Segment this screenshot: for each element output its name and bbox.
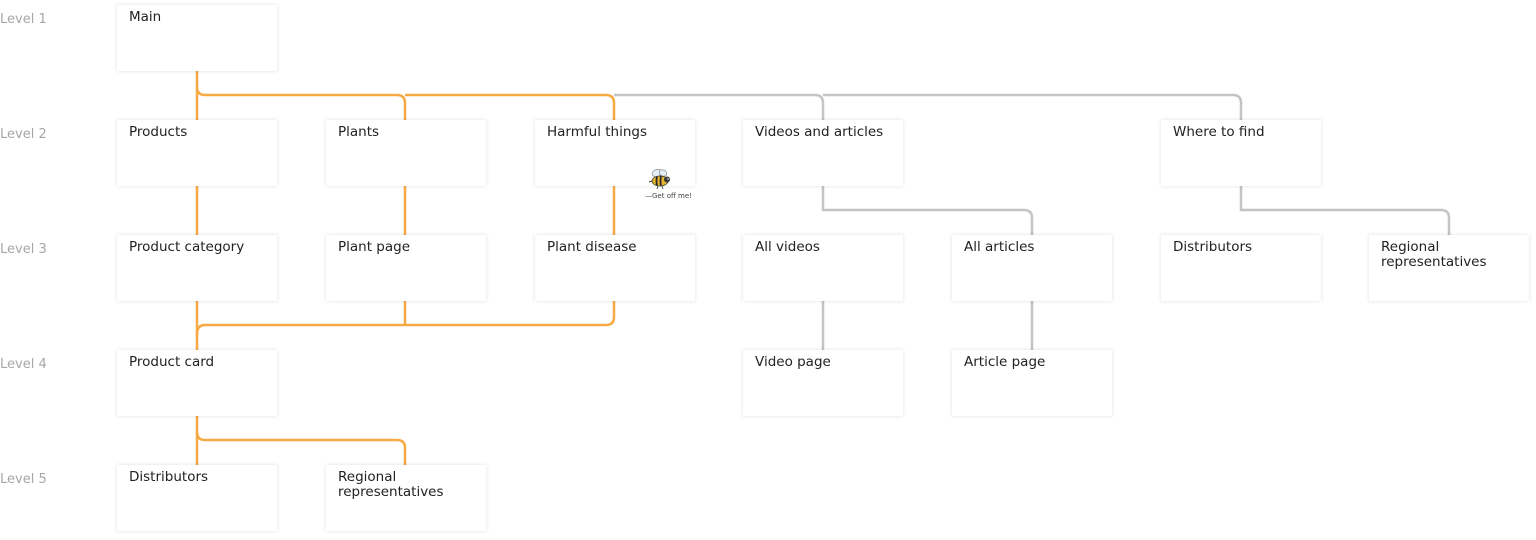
bee-icon xyxy=(648,168,670,190)
level-1-label: Level 1 xyxy=(0,12,47,27)
node-article-page[interactable]: Article page xyxy=(952,350,1112,416)
node-harmful-things[interactable]: Harmful things xyxy=(535,120,695,186)
node-regional-representatives-l5[interactable]: Regional representatives xyxy=(326,465,486,531)
level-3-label: Level 3 xyxy=(0,242,47,257)
node-plants[interactable]: Plants xyxy=(326,120,486,186)
node-product-card[interactable]: Product card xyxy=(117,350,277,416)
node-plant-page[interactable]: Plant page xyxy=(326,235,486,301)
connector-main-harmful xyxy=(405,93,616,120)
connector-videos-children xyxy=(821,186,1034,235)
connector-main-videos xyxy=(614,93,825,120)
connector-productcard-branch xyxy=(195,431,407,465)
node-video-page[interactable]: Video page xyxy=(743,350,903,416)
node-all-videos[interactable]: All videos xyxy=(743,235,903,301)
node-distributors-l5[interactable]: Distributors xyxy=(117,465,277,531)
connector-main-where xyxy=(823,93,1243,120)
node-distributors-l3[interactable]: Distributors xyxy=(1161,235,1321,301)
node-product-category[interactable]: Product category xyxy=(117,235,277,301)
node-all-articles[interactable]: All articles xyxy=(952,235,1112,301)
node-products[interactable]: Products xyxy=(117,120,277,186)
bee-caption: —Get off me! xyxy=(645,192,692,200)
level-2-label: Level 2 xyxy=(0,127,47,142)
node-where-to-find[interactable]: Where to find xyxy=(1161,120,1321,186)
level-4-label: Level 4 xyxy=(0,357,47,372)
node-main[interactable]: Main xyxy=(117,5,277,71)
node-videos-and-articles[interactable]: Videos and articles xyxy=(743,120,903,186)
node-regional-representatives-l3[interactable]: Regional representatives xyxy=(1369,235,1529,301)
connector-main-branch xyxy=(195,86,407,120)
level-5-label: Level 5 xyxy=(0,472,47,487)
node-plant-disease[interactable]: Plant disease xyxy=(535,235,695,301)
connector-where-children xyxy=(1239,186,1451,235)
connector-l3-merge xyxy=(195,301,616,335)
